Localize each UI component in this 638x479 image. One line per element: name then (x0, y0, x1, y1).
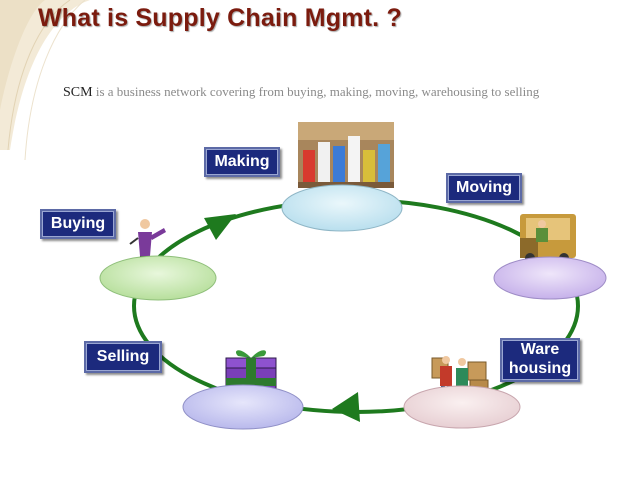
subtitle-rest: is a business network covering from buyi… (92, 84, 540, 99)
slide-subtitle: SCM is a business network covering from … (63, 84, 608, 100)
moving-disc (493, 256, 607, 300)
delivery-truck-icon (520, 214, 576, 263)
moving-label: Moving (446, 173, 522, 203)
selling-disc (182, 384, 304, 430)
selling-label: Selling (84, 341, 162, 373)
corner-decoration (0, 0, 90, 160)
cycle-arrow-bottom (332, 392, 360, 422)
buying-label: Buying (40, 209, 116, 239)
making-disc (281, 184, 403, 232)
subtitle-lead: SCM (63, 85, 93, 100)
slide-title: What is Supply Chain Mgmt. ? (38, 4, 402, 32)
cleaning-products-photo (298, 122, 394, 188)
making-label: Making (204, 147, 280, 177)
buying-disc (99, 255, 217, 301)
warehousing-disc (403, 385, 521, 429)
cycle-arrow-top (204, 214, 236, 240)
